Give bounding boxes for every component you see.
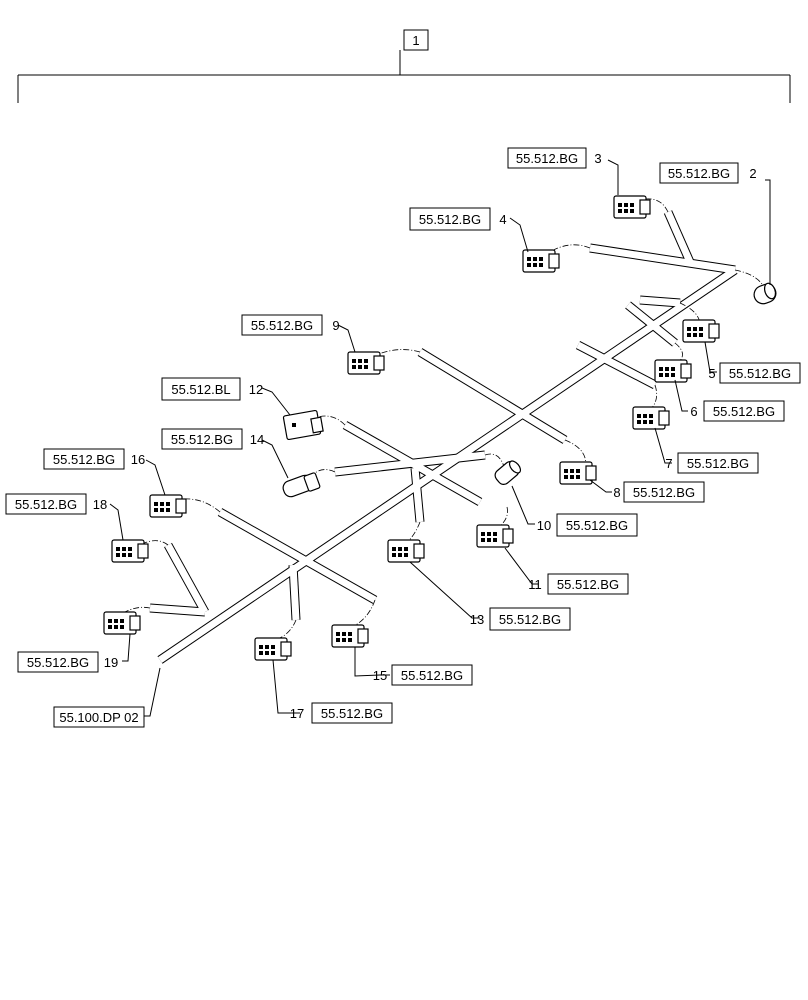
- callout-number: 15: [373, 668, 387, 683]
- connector-10: [494, 460, 522, 485]
- callout-ref: 55.512.BL: [171, 382, 230, 397]
- harness-trunk-fill: [625, 302, 678, 346]
- connector-6: [654, 359, 692, 383]
- callout-leaders: [109, 159, 771, 717]
- harness-ref: 55.100.DP 02: [59, 710, 138, 725]
- callout-number: 16: [131, 452, 145, 467]
- callout-ref: 55.512.BG: [251, 318, 313, 333]
- connector-9: [347, 351, 385, 375]
- callout-ref: 55.512.BG: [668, 166, 730, 181]
- callout-15[interactable]: 15 55.512.BG: [373, 664, 473, 686]
- callout-ref: 55.512.BG: [15, 497, 77, 512]
- connector-3: [613, 195, 651, 219]
- callout-5[interactable]: 5 55.512.BG: [708, 362, 801, 384]
- callout-ref: 55.512.BG: [499, 612, 561, 627]
- connector-7: [632, 406, 670, 430]
- connector-15: [331, 624, 369, 648]
- harness-trunk-fill: [639, 296, 681, 307]
- harness-trunk-fill: [164, 543, 209, 614]
- callout-number: 4: [499, 212, 506, 227]
- callout-number: 8: [613, 485, 620, 500]
- connector-5: [682, 319, 720, 343]
- callout-number: 12: [249, 382, 263, 397]
- callout-ref: 55.512.BG: [171, 432, 233, 447]
- callout-number: 18: [93, 497, 107, 512]
- callout-ref: 55.512.BG: [729, 366, 791, 381]
- callout-18[interactable]: 55.512.BG 18: [5, 493, 107, 515]
- callout-9[interactable]: 55.512.BG 9: [241, 314, 340, 336]
- connector-12: [282, 409, 324, 441]
- connector-19: [103, 611, 141, 635]
- assembly-bracket: 1: [17, 29, 791, 103]
- callout-14[interactable]: 55.512.BG 14: [161, 428, 264, 450]
- callout-3[interactable]: 55.512.BG 3: [507, 147, 602, 169]
- callout-ref: 55.512.BG: [53, 452, 115, 467]
- callout-11[interactable]: 11 55.512.BG: [528, 573, 629, 595]
- callout-harness[interactable]: 55.100.DP 02: [53, 706, 145, 728]
- callout-number: 6: [690, 404, 697, 419]
- callout-number: 7: [665, 456, 672, 471]
- harness-trunk-fill: [289, 564, 300, 621]
- connector-18: [111, 539, 149, 563]
- connector-8: [559, 461, 597, 485]
- callout-8[interactable]: 8 55.512.BG: [613, 481, 705, 503]
- callout-number: 17: [290, 706, 304, 721]
- callout-number: 11: [528, 577, 542, 592]
- callout-number: 10: [537, 518, 551, 533]
- callout-number: 13: [470, 612, 484, 627]
- connector-2: [753, 282, 777, 305]
- callout-7[interactable]: 7 55.512.BG: [665, 452, 759, 474]
- callout-number: 19: [104, 655, 118, 670]
- callout-2[interactable]: 55.512.BG 2: [659, 162, 757, 184]
- callout-19[interactable]: 55.512.BG 19: [17, 651, 118, 673]
- assembly-number: 1: [412, 33, 419, 48]
- callout-16[interactable]: 55.512.BG 16: [43, 448, 145, 470]
- callout-ref: 55.512.BG: [321, 706, 383, 721]
- callout-number: 14: [250, 432, 264, 447]
- callout-ref: 55.512.BG: [557, 577, 619, 592]
- callout-17[interactable]: 17 55.512.BG: [290, 702, 393, 724]
- connector-11: [476, 524, 514, 548]
- harness-trunk-fill: [334, 451, 486, 476]
- callout-ref: 55.512.BG: [713, 404, 775, 419]
- connector-4: [522, 249, 560, 273]
- callout-ref: 55.512.BG: [633, 485, 695, 500]
- callout-12[interactable]: 55.512.BL 12: [161, 377, 263, 401]
- callout-ref: 55.512.BG: [516, 151, 578, 166]
- callout-ref: 55.512.BG: [419, 212, 481, 227]
- harness-trunk-fill: [158, 267, 737, 663]
- connectors: [103, 195, 777, 661]
- harness-trunk-fill: [149, 604, 206, 616]
- harness-trunks: [149, 210, 738, 664]
- callout-labels: 55.512.BG 3 55.512.BG 2 55.512.BG 4 55.5…: [5, 147, 801, 728]
- callout-6[interactable]: 6 55.512.BG: [690, 400, 785, 422]
- callout-4[interactable]: 55.512.BG 4: [409, 207, 507, 231]
- callout-ref: 55.512.BG: [687, 456, 749, 471]
- harness-trunk-fill: [576, 341, 657, 389]
- connector-13: [387, 539, 425, 563]
- callout-number: 2: [749, 166, 756, 181]
- callout-13[interactable]: 13 55.512.BG: [470, 607, 571, 631]
- connector-17: [254, 637, 292, 661]
- callout-ref: 55.512.BG: [401, 668, 463, 683]
- callout-number: 9: [332, 318, 339, 333]
- connector-14: [282, 472, 321, 498]
- callout-number: 5: [708, 366, 715, 381]
- harness-trunk-fill: [589, 244, 736, 274]
- callout-ref: 55.512.BG: [27, 655, 89, 670]
- harness-trunk-fill: [664, 210, 694, 264]
- connector-16: [149, 494, 187, 518]
- callout-ref: 55.512.BG: [566, 518, 628, 533]
- harness-trunk-fill: [418, 349, 567, 443]
- callout-10[interactable]: 10 55.512.BG: [537, 513, 638, 537]
- harness-trunk-fill: [411, 467, 424, 523]
- harness-trunk-fill: [218, 508, 377, 604]
- callout-number: 3: [594, 151, 601, 166]
